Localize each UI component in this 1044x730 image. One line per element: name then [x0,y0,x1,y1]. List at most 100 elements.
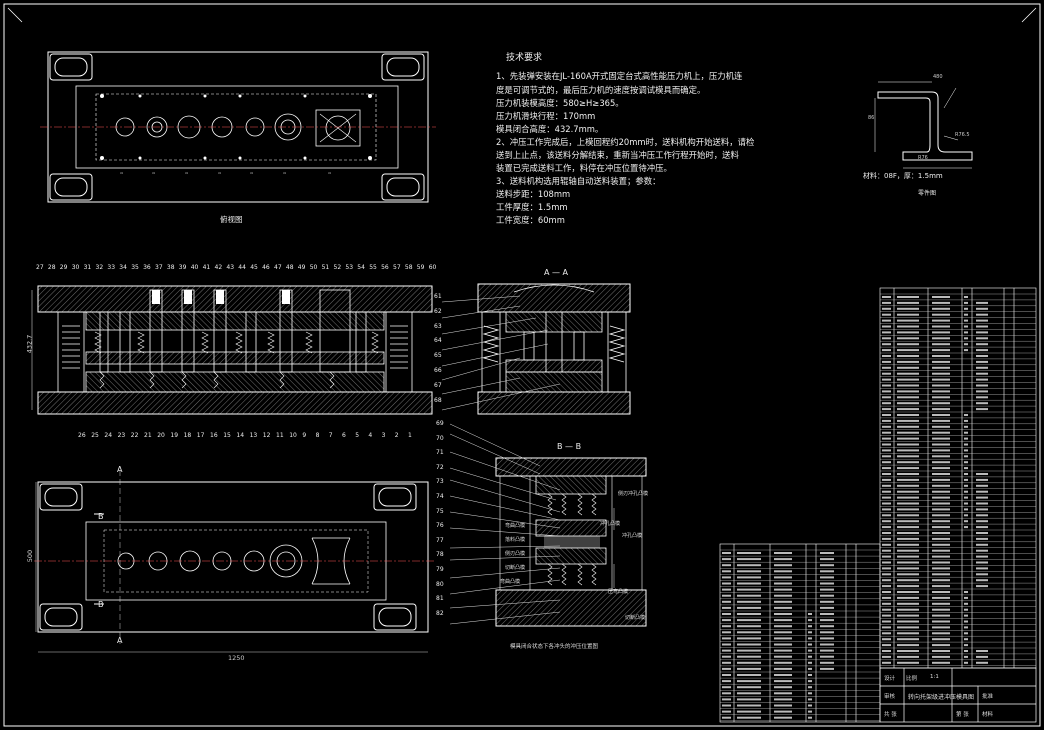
part-balloon: 69 [436,420,444,427]
bom-cell-mark [932,484,950,487]
bom-cell-mark [882,449,891,452]
bom-cell-mark [932,644,950,647]
bom-cell-mark [737,698,761,701]
bom-cell-mark [897,396,919,399]
bom-cell-mark [932,555,950,558]
bom-cell-mark [964,425,968,428]
tech-line: 送料步距：108mm [496,189,571,199]
bom-cell-mark [897,508,919,511]
bom-cell-mark [964,490,968,493]
bom-cell-mark [932,325,950,328]
bom-cell-mark [882,661,891,664]
bom-cell-mark [882,390,891,393]
bom-cell-mark [964,626,968,629]
bom-cell-mark [897,473,919,475]
bom-cell-mark [882,437,891,440]
section-bb-callout: 侧刃凸模 [505,551,526,557]
drawing-border [3,3,1041,727]
bom-cell-mark [964,614,968,617]
bom-cell-mark [882,591,891,593]
bom-cell-mark [932,661,950,664]
bom-cell-mark [882,620,891,623]
bom-cell-mark [897,537,919,540]
bom-cell-mark [932,473,950,475]
part-balloon: 21 [144,432,152,439]
bom-cell-mark [722,649,731,652]
svg-text:▭: ▭ [328,171,331,175]
svg-text:▭: ▭ [152,171,155,175]
part-balloon: 4 [368,432,373,439]
part-balloon: 50 [309,264,318,271]
bottom-plan-view [34,470,434,653]
bom-cell-mark [722,606,731,609]
bom-cell-mark [897,296,919,298]
bom-cell-mark [882,319,891,322]
part-balloon: 75 [436,507,444,515]
bom-cell-mark [882,360,891,363]
bom-cell-mark [882,431,891,434]
bom-cell-mark [932,343,950,346]
bom-cell-mark [722,692,731,695]
bom-cell-mark [964,650,968,652]
tech-line: 送到上止点，该送料分解结束，重新当冲压工作行程开始时，送料 [496,150,739,160]
section-bb-callout: 切断凸模 [625,615,646,621]
section-a-marker-bottom: A [117,636,123,645]
part-balloon: 55 [369,264,377,271]
prod-radius-dim: R76.5 [955,132,970,138]
bom-cell-mark [932,360,950,363]
bom-cell-mark [897,644,919,647]
bom-cell-mark [964,419,968,422]
part-balloon: 22 [130,432,139,439]
bom-cell-mark [964,514,968,517]
plan-height-dim: 500 [26,549,35,563]
bom-cell-mark [976,360,988,363]
bom-cell-mark [932,614,950,617]
bom-cell-mark [964,496,968,499]
bom-cell-mark [737,576,761,579]
bom-cell-mark [882,301,891,304]
product-caption: 零件图 [918,190,937,197]
bom-cell-mark [808,649,812,652]
bom-cell-mark [932,414,950,416]
bom-cell-mark [808,613,812,615]
bom-cell-mark [897,343,919,346]
bom-cell-mark [774,674,792,676]
bom-cell-mark [882,496,891,499]
bom-cell-mark [897,661,919,664]
bom-cell-mark [897,390,919,393]
bom-left-table [719,543,881,723]
bom-cell-mark [976,484,988,487]
bom-cell-mark [932,443,950,446]
top-plan-view: ▭▭▭▭▭▭▭ [40,51,436,203]
bom-cell-mark [932,349,950,352]
bom-cell-mark [932,549,950,552]
bom-cell-mark [882,337,891,340]
part-balloon: 26 [78,432,86,439]
bom-cell-mark [820,576,834,579]
bom-cell-mark [932,402,950,405]
bom-cell-mark [737,674,761,676]
svg-text:▭: ▭ [120,171,123,175]
bom-cell-mark [976,301,988,304]
part-balloon: 31 [83,264,92,271]
bom-cell-mark [882,455,891,458]
bom-cell-mark [820,613,834,615]
bom-cell-mark [964,461,968,464]
bom-cell-mark [808,674,812,676]
bom-cell-mark [722,698,731,701]
main-height-dim: 432.7 [25,334,34,354]
bom-cell-mark [882,514,891,517]
bom-cell-mark [897,455,919,458]
part-balloon: 72 [436,463,444,471]
bom-cell-mark [808,710,812,713]
bom-cell-mark [976,378,988,381]
part-balloon: 11 [276,432,284,439]
bom-cell-mark [932,337,950,340]
bom-cell-mark [882,414,891,416]
bom-cell-mark [820,655,834,658]
bom-cell-mark [774,582,792,585]
tech-line: 压力机滑块行程：170mm [496,111,596,121]
bom-cell-mark [976,402,988,405]
section-b-marker-top: B [98,512,104,521]
